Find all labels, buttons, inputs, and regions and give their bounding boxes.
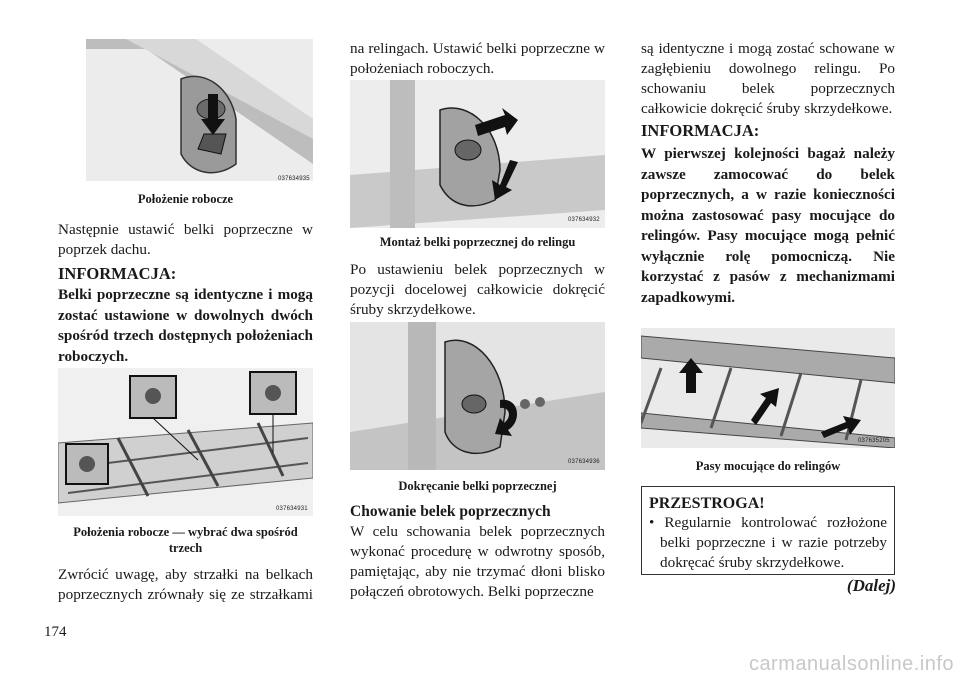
- figure-code: 037634935: [278, 176, 310, 182]
- figure-code: 037634931: [276, 506, 308, 512]
- continued-label: (Dalej): [846, 576, 896, 595]
- figure-working-position: [86, 39, 313, 181]
- figure-tie-down-straps: [641, 328, 895, 448]
- paragraph: Po ustawieniu belek poprzecznych w pozyc…: [350, 261, 605, 318]
- figure-mounting: [350, 80, 605, 228]
- figure-code: 037635205: [858, 438, 890, 444]
- subsection-heading: Chowanie belek poprzecznych: [350, 503, 551, 520]
- section-heading: INFORMACJA:: [58, 264, 177, 283]
- paragraph: są identyczne i mogą zostać schowane w z…: [641, 40, 895, 117]
- crossbar-tightening-illustration: [350, 322, 605, 470]
- figure-code: 037634936: [568, 459, 600, 465]
- figure-code: 037634932: [568, 217, 600, 223]
- paragraph: W celu schowania belek poprzecznych wyko…: [350, 523, 605, 600]
- warning-item-text: Regularnie kontrolować rozłożone belki p…: [660, 514, 887, 571]
- roof-rack-positions-illustration: [58, 368, 313, 516]
- figure-caption: Pasy mocujące do relingów: [695, 459, 841, 473]
- note-text: W pierwszej kolejności bagaż należy zaws…: [641, 145, 895, 306]
- paragraph: Następnie ustawić belki poprzeczne w pop…: [58, 221, 313, 258]
- figure-caption: Montaż belki poprzecznej do relingu: [379, 235, 576, 249]
- warning-item: • Regularnie kontrolować rozłożone belki…: [649, 513, 887, 573]
- figure-working-positions: [58, 368, 313, 516]
- paragraph: na relingach. Ustawić belki poprzeczne w…: [350, 40, 605, 77]
- page-number: 174: [44, 624, 67, 640]
- watermark: carmanualsonline.info: [748, 653, 954, 675]
- crossbar-mounting-illustration: [350, 80, 605, 228]
- warning-title: PRZESTROGA!: [649, 495, 765, 512]
- figure-caption: Położenia robocze — wybrać dwa spośród t…: [73, 525, 298, 555]
- warning-box: PRZESTROGA! • Regularnie kontrolować roz…: [641, 486, 895, 575]
- note-text: Belki poprzeczne są identyczne i mogą zo…: [58, 286, 313, 365]
- tie-down-straps-illustration: [641, 328, 895, 448]
- bullet: •: [649, 514, 665, 531]
- figure-caption: Położenie robocze: [137, 192, 234, 206]
- working-position-illustration: [86, 39, 313, 181]
- section-heading: INFORMACJA:: [641, 121, 760, 140]
- paragraph: Zwrócić uwagę, aby strzałki na belkach p…: [58, 566, 313, 603]
- figure-caption: Dokręcanie belki poprzecznej: [398, 479, 557, 493]
- figure-tightening: [350, 322, 605, 470]
